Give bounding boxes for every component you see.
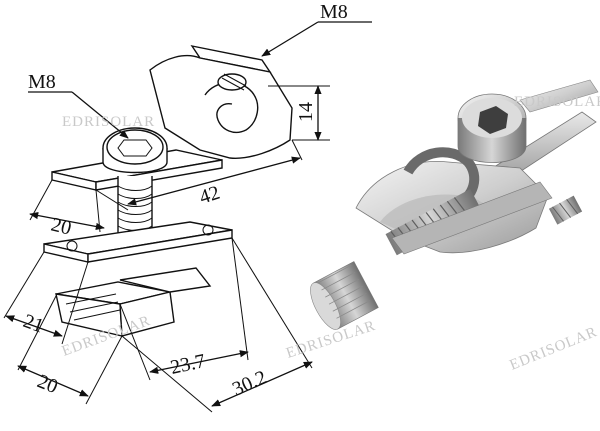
dim-length-bottom: 30.2 [229,366,270,400]
dim-bolt-left: M8 [28,71,56,93]
dim-slot-width: 21 [20,310,46,338]
dim-length-mid: 23.7 [168,350,207,379]
dim-height: 14 [295,102,317,122]
clamp-line-drawing [43,44,293,337]
watermark-text: EDRISOLAR [508,324,600,374]
watermark-text: EDRISOLAR [62,114,155,130]
dim-length-top: 42 [197,182,223,209]
clamp-product-photo [310,79,599,330]
dimension-lines [3,21,372,413]
dim-width-upper: 20 [49,214,74,240]
dim-bolt-top: M8 [320,1,348,23]
watermark-text: EDRISOLAR [514,94,600,110]
